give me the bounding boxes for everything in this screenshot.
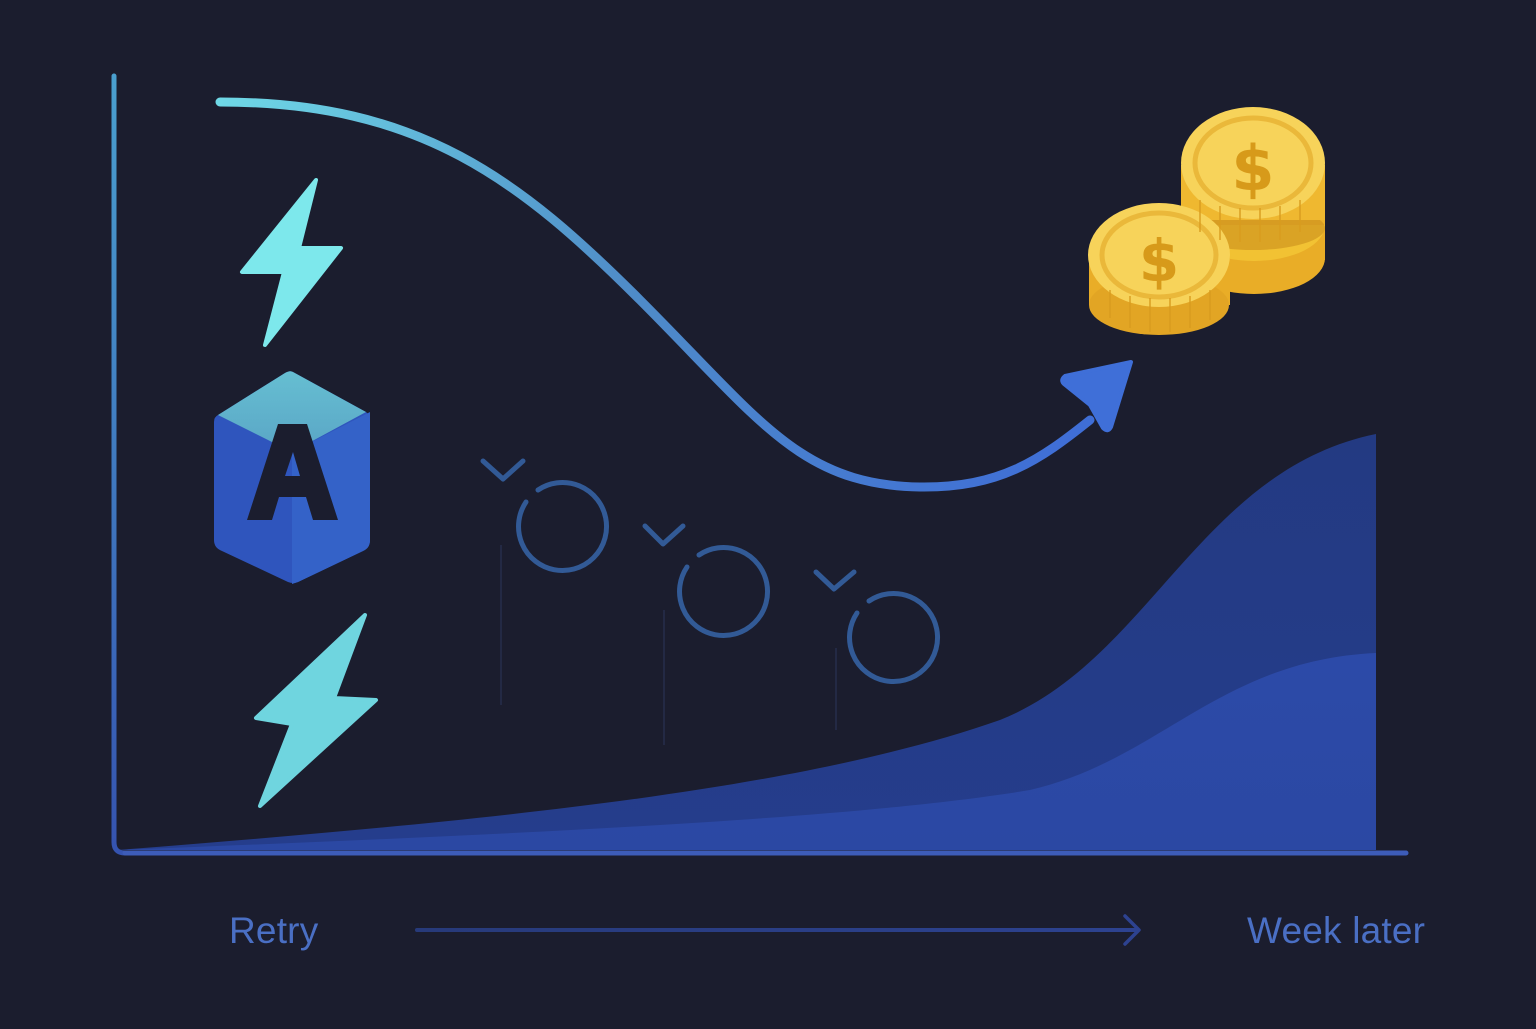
y-axis: [111, 73, 128, 856]
curve-arrowhead-icon: [1060, 360, 1133, 433]
check-circle-2-icon: [642, 523, 771, 639]
check-circle-1-icon: [480, 458, 610, 574]
arrow-right-icon: [1123, 914, 1141, 946]
checkpoints: [480, 458, 941, 685]
check-circle-3-icon: [813, 569, 941, 685]
area-lower: [118, 653, 1376, 850]
lightning-bolt-icon: [240, 178, 343, 347]
area-upper: [118, 434, 1376, 850]
lightning-bolt-icon: [254, 613, 378, 808]
svg-text:$: $: [1231, 132, 1274, 205]
area-chart: [118, 434, 1376, 850]
gold-coins-icon: $ $: [1088, 107, 1325, 335]
checkpoint-stems: [500, 545, 837, 745]
cost-curve: [215, 97, 1133, 492]
timeline-start-label: Retry: [229, 910, 319, 951]
letter-a-glyph: [247, 424, 338, 520]
axes: [111, 73, 1409, 856]
letter-a-hexagon-logo: [214, 371, 370, 584]
timeline-arrow: [415, 914, 1141, 946]
svg-text:$: $: [1139, 227, 1179, 295]
timeline-end-label: Week later: [1247, 910, 1426, 951]
